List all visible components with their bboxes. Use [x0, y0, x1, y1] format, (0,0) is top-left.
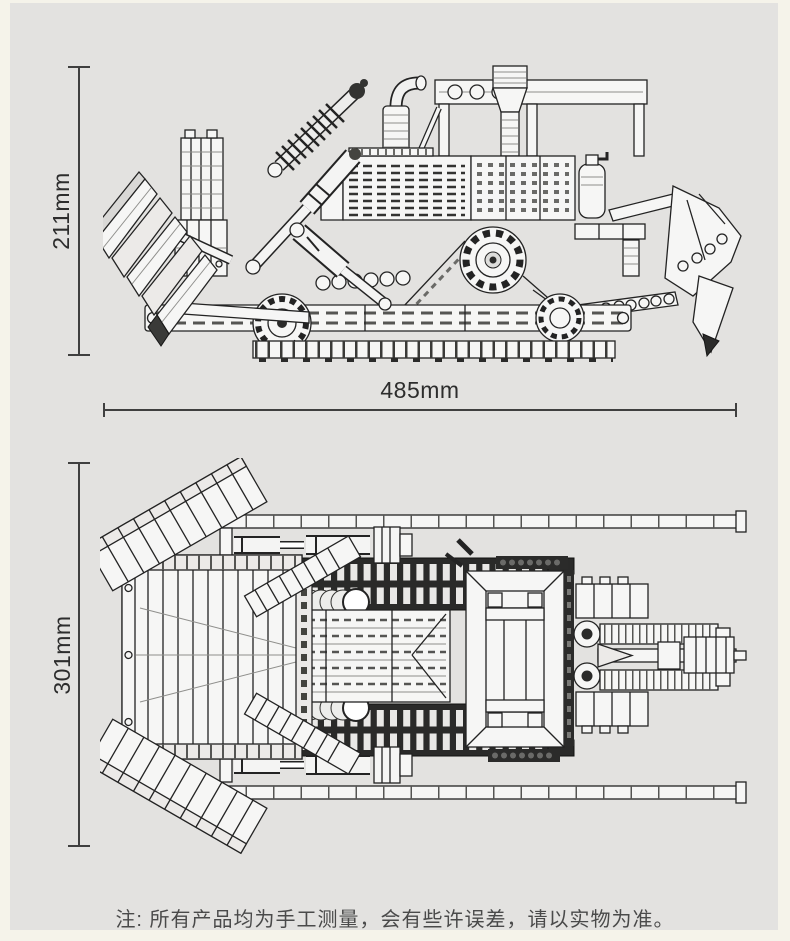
top-ripper-group — [573, 620, 747, 691]
side-width-dimension-label: 485mm — [380, 377, 460, 403]
top-height-dim-cap-top — [68, 462, 90, 464]
side-shock-absorber-group — [267, 79, 368, 178]
top-blade-group — [121, 554, 313, 760]
top-frame-rails-group — [211, 510, 747, 804]
side-intake-stack-group — [492, 65, 528, 157]
top-blade-hinge-lower-group — [243, 692, 362, 775]
top-height-dim-cap-bottom — [68, 845, 90, 847]
side-height-dimension-line — [78, 67, 80, 355]
side-height-dim-cap-bottom — [68, 354, 90, 356]
side-exhaust-group — [382, 75, 427, 159]
bulldozer-side-view-drawing — [103, 65, 742, 362]
side-width-dim-cap-left — [103, 403, 105, 417]
side-track-group — [144, 226, 632, 362]
side-width-dimension-line — [103, 409, 737, 411]
top-steps-group — [575, 576, 649, 734]
top-height-dimension-label: 301mm — [49, 615, 75, 695]
side-height-dim-cap-top — [68, 66, 90, 68]
side-height-dimension-label: 211mm — [48, 172, 74, 250]
side-bottle-tank-group — [578, 152, 609, 219]
top-blade-wing-lower-group — [100, 718, 268, 855]
top-blade-wing-upper-group — [100, 458, 268, 592]
side-rear-body-group — [470, 155, 646, 277]
bulldozer-top-view-drawing — [100, 458, 747, 855]
measurement-note: 注: 所有产品均为手工测量，会有些许误差，请以实物为准。 — [115, 909, 675, 931]
top-blade-hinge-upper-group — [243, 535, 362, 618]
side-canopy-group — [416, 79, 648, 157]
side-lift-cylinders-group — [245, 148, 392, 311]
top-height-dimension-line — [78, 463, 80, 847]
side-blade-group — [103, 170, 310, 347]
top-cab-group — [444, 538, 574, 762]
side-engine-block-group — [320, 147, 472, 221]
side-width-dim-cap-right — [735, 403, 737, 417]
